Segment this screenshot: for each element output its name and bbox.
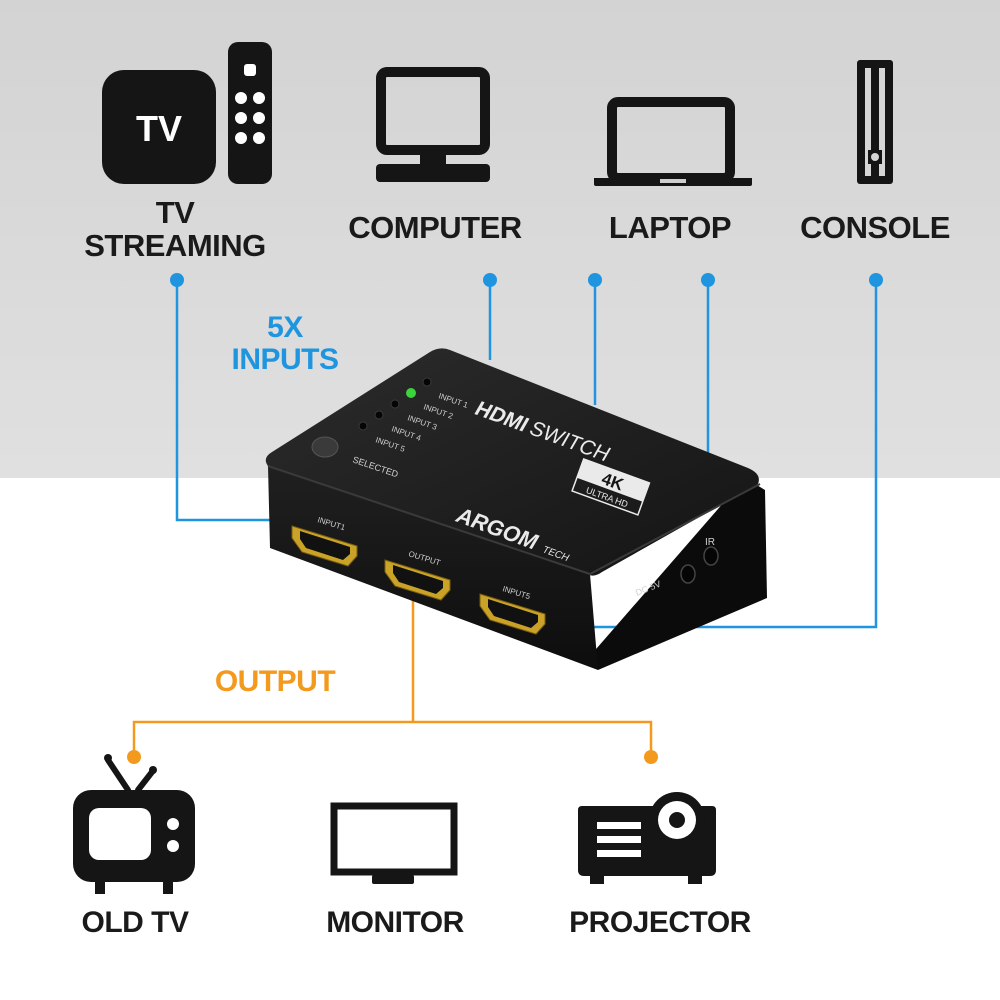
monitor-label: MONITOR xyxy=(326,906,464,939)
output-dot xyxy=(127,750,141,764)
remote-icon xyxy=(228,42,272,184)
ir-jack[interactable] xyxy=(703,546,719,566)
output-lines xyxy=(132,588,653,755)
tv-streaming-icon: TV xyxy=(102,42,272,184)
tv-streaming-label-line2: STREAMING xyxy=(84,228,266,263)
computer-label: COMPUTER xyxy=(348,210,522,245)
projector-label: PROJECTOR xyxy=(569,906,751,939)
output-dots xyxy=(127,750,658,764)
inputs-caption-line1: 5X xyxy=(267,311,303,344)
tv-streaming-label: TV STREAMING xyxy=(60,196,290,262)
laptop-icon xyxy=(594,97,752,186)
laptop-label: LAPTOP xyxy=(608,210,732,245)
select-button[interactable] xyxy=(311,436,339,458)
hdmi-switch-device: INPUT 1 INPUT 2 INPUT 3 INPUT 4 INPUT 5 … xyxy=(265,348,767,670)
old-tv-label: OLD TV xyxy=(81,906,190,939)
output-caption: OUTPUT xyxy=(214,665,336,698)
input-dot xyxy=(170,273,184,287)
projector-icon xyxy=(578,792,716,884)
inputs-caption-line2: INPUTS xyxy=(231,343,339,376)
input-led xyxy=(358,421,368,431)
input-led xyxy=(390,399,400,409)
input-dots xyxy=(170,273,883,287)
output-dot xyxy=(644,750,658,764)
input-led xyxy=(374,410,384,420)
input-dot xyxy=(588,273,602,287)
output-line-branch xyxy=(132,720,653,755)
input-dot xyxy=(701,273,715,287)
old-tv-icon xyxy=(73,754,195,894)
tv-streaming-label-line1: TV xyxy=(155,195,195,230)
ir-label: IR xyxy=(705,537,715,548)
input-led xyxy=(422,377,432,387)
game-console-icon xyxy=(857,60,893,184)
input-line-tv-streaming xyxy=(175,282,282,522)
input-dot xyxy=(483,273,497,287)
inputs-caption: 5X INPUTS xyxy=(205,312,365,376)
desktop-computer-icon xyxy=(376,67,490,182)
tv-box-text: TV xyxy=(136,108,182,149)
monitor-icon xyxy=(330,802,458,884)
console-label: CONSOLE xyxy=(800,210,950,245)
dc-power-jack[interactable] xyxy=(680,564,696,584)
input-dot xyxy=(869,273,883,287)
input-led-active xyxy=(406,388,416,398)
